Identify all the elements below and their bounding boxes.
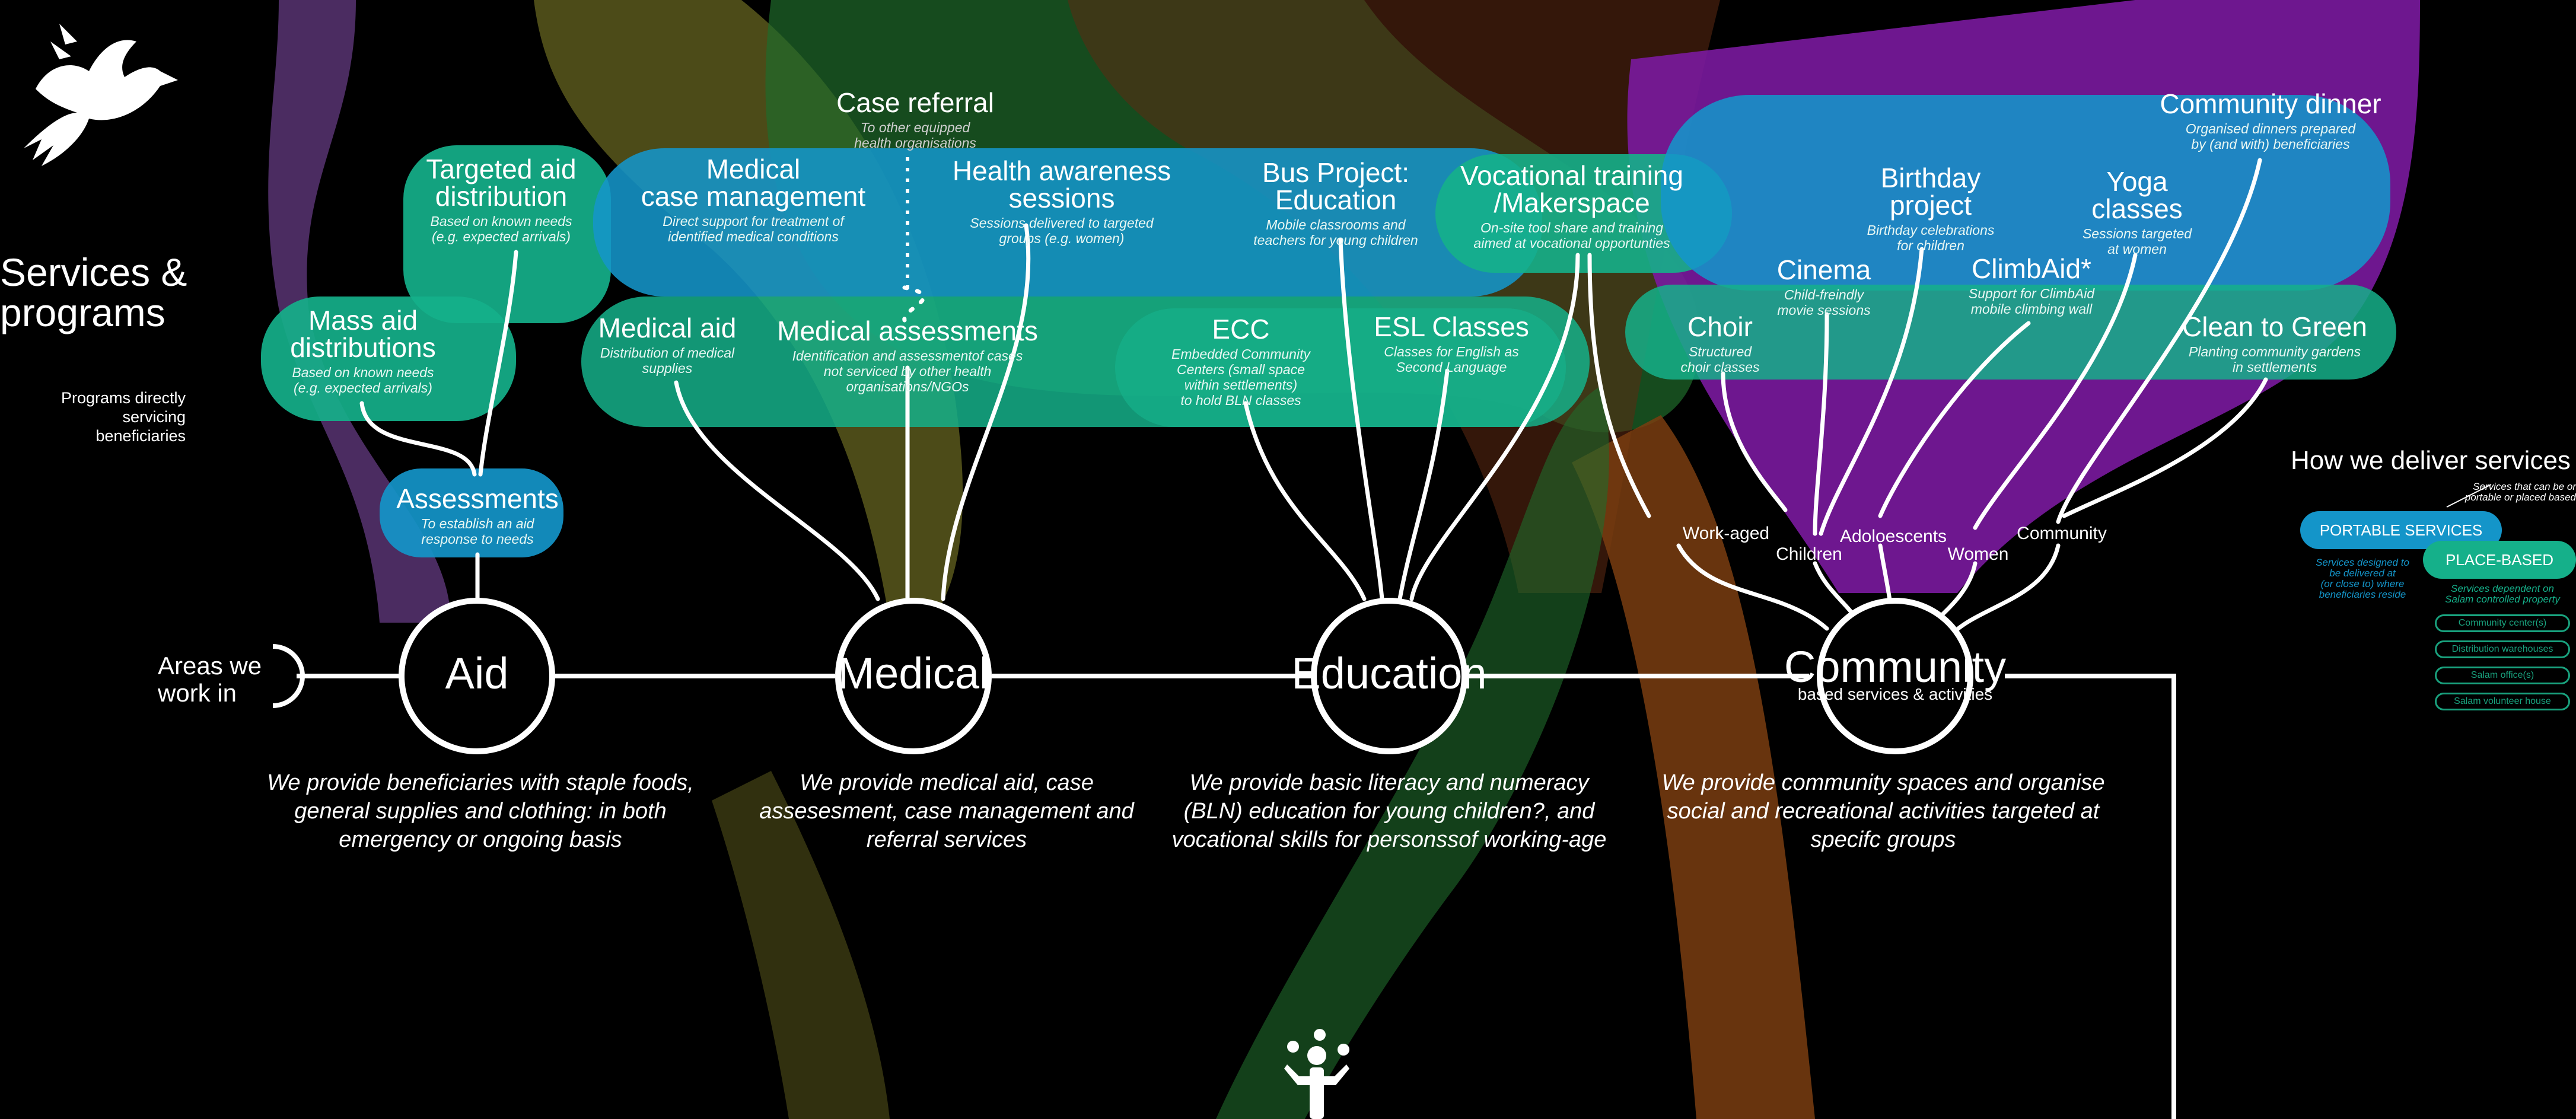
area-community: Community	[1784, 642, 2007, 691]
service-medical-case-management: Medical case management Direct support f…	[641, 154, 866, 244]
area-community-sub: based services & activities	[1797, 685, 1993, 703]
portable-description: Services designed to be delivered at (or…	[2316, 557, 2409, 600]
group-community: Community	[2017, 524, 2107, 543]
area-medical-description: We provide medical aid, case assesesment…	[759, 770, 1134, 852]
service-vocational: Vocational training /Makerspace On-site …	[1460, 160, 1683, 251]
delivery-title: How we deliver services	[2291, 446, 2571, 475]
group-adolescents: Adoloescents	[1839, 527, 1947, 546]
dove-logo	[24, 24, 178, 166]
service-community-dinner: Community dinner Organised dinners prepa…	[2160, 88, 2381, 152]
area-circles	[399, 598, 1973, 754]
area-aid: Aid	[445, 649, 509, 698]
page-subtitle: Programs directly servicing beneficiarie…	[61, 389, 186, 445]
service-blobs	[261, 95, 2396, 557]
area-education: Education	[1291, 649, 1487, 698]
connector-lines	[359, 158, 2268, 637]
service-bus-project: Bus Project: Education Mobile classrooms…	[1253, 157, 1418, 248]
area-education-description: We provide basic literacy and numeracy (…	[1171, 770, 1607, 852]
property-distribution-warehouses: Distribution warehouses	[2435, 640, 2570, 658]
group-children: Children	[1776, 544, 1842, 564]
area-community-description: We provide community spaces and organise…	[1661, 770, 2105, 852]
group-women: Women	[1947, 544, 2009, 564]
property-salam-volunteer-house: Salam volunteer house	[2435, 693, 2570, 710]
service-mass-aid: Mass aid distributions Based on known ne…	[290, 305, 436, 396]
group-work-aged: Work-aged	[1682, 524, 1770, 543]
area-medical: Medical	[838, 649, 989, 698]
service-clean-to-green: Clean to Green Planting community garden…	[2182, 311, 2367, 375]
service-targeted-aid: Targeted aid distribution Based on known…	[426, 154, 577, 244]
property-salam-offices: Salam office(s)	[2435, 667, 2570, 684]
service-health-awareness: Health awareness sessions Sessions deliv…	[952, 155, 1171, 246]
delivery-pills	[2300, 484, 2576, 579]
delivery-note: Services that can be or portable or plac…	[2464, 481, 2576, 503]
property-community-centers: Community center(s)	[2435, 614, 2570, 632]
areas-axis	[272, 644, 2176, 1119]
service-medical-assessments: Medical assessments Identification and a…	[777, 315, 1038, 394]
portable-services-label: PORTABLE SERVICES	[2319, 521, 2483, 539]
place-based-label: PLACE-BASED	[2445, 551, 2554, 569]
areas-label: Areas we work in	[158, 652, 262, 707]
place-based-description: Services dependent on Salam controlled p…	[2445, 583, 2560, 605]
page-title: Services & programs	[0, 250, 187, 334]
area-aid-description: We provide beneficiaries with staple foo…	[267, 770, 694, 852]
juggler-icon	[1284, 1029, 1349, 1119]
